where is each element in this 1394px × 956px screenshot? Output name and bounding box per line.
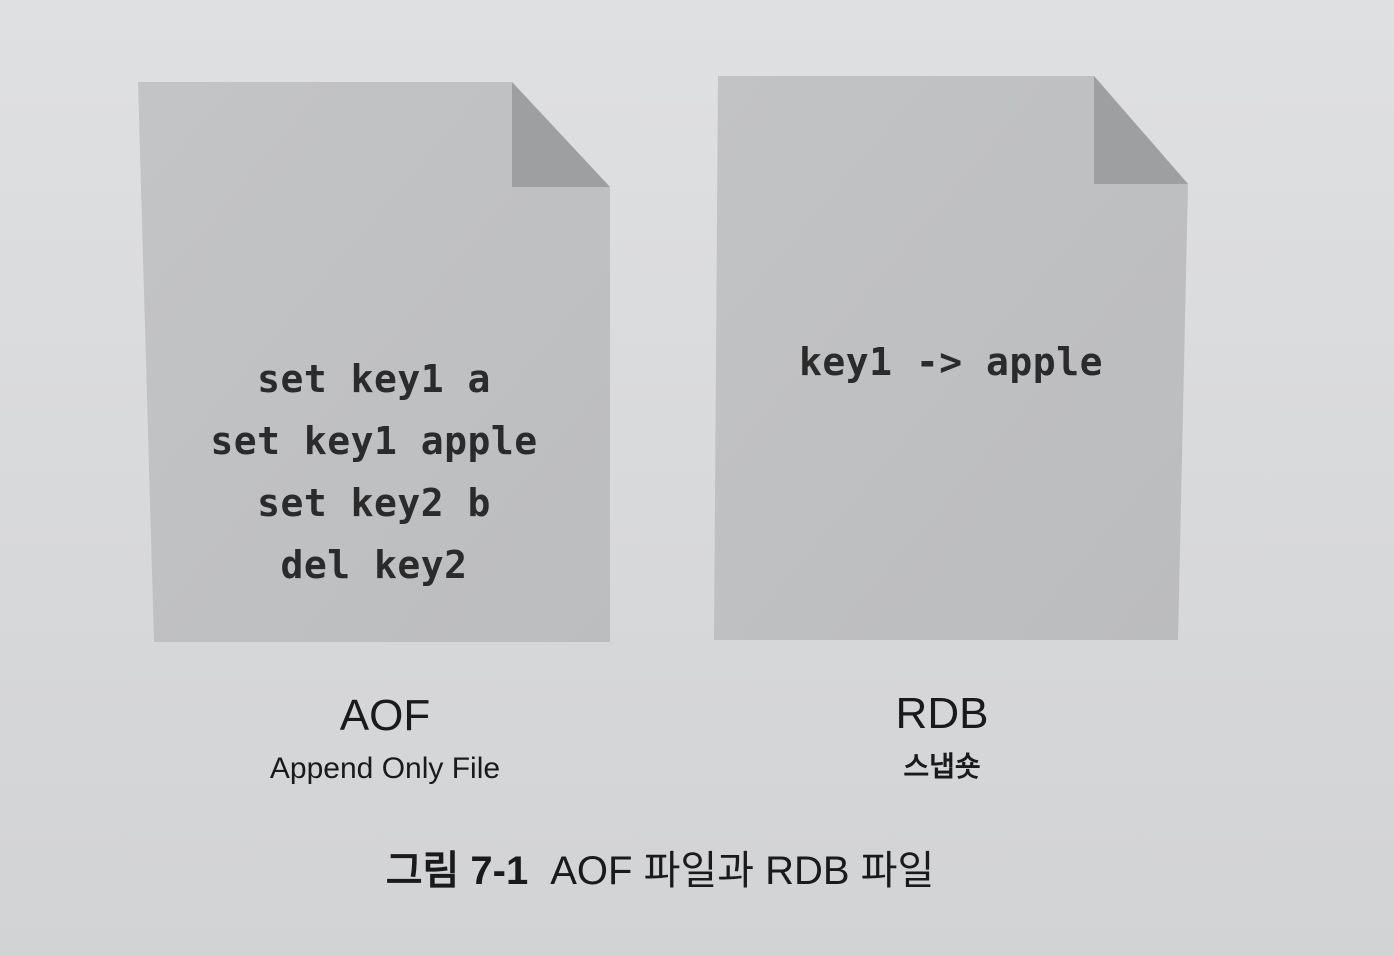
rdb-page-body xyxy=(714,76,1188,640)
aof-command-line: set key1 apple xyxy=(210,419,538,463)
aof-page-body xyxy=(138,82,610,642)
figure-caption: 그림 7-1 AOF 파일과 RDB 파일 xyxy=(0,845,1320,897)
aof-label: AOF Append Only File xyxy=(165,690,605,788)
rdb-snapshot-line: key1 -> apple xyxy=(799,340,1103,384)
aof-command-line: set key1 a xyxy=(257,357,491,401)
rdb-file-shape xyxy=(714,76,1188,640)
rdb-label-subtitle: 스냅숏 xyxy=(903,751,981,782)
rdb-file-icon: key1 -> apple xyxy=(714,76,1188,640)
rdb-label: RDB 스냅숏 xyxy=(722,688,1162,786)
figure-caption-text: AOF 파일과 RDB 파일 xyxy=(550,849,935,893)
aof-command-list: set key1 a set key1 apple set key2 b del… xyxy=(138,348,610,596)
aof-command-line: del key2 xyxy=(280,543,468,587)
figure-number: 그림 7-1 xyxy=(385,849,529,893)
rdb-label-title: RDB xyxy=(895,689,989,738)
aof-file-icon: set key1 a set key1 apple set key2 b del… xyxy=(138,82,610,642)
aof-label-subtitle: Append Only File xyxy=(269,752,501,785)
aof-page-fold xyxy=(512,82,610,187)
rdb-page-fold xyxy=(1094,76,1188,184)
rdb-snapshot-content: key1 -> apple xyxy=(714,331,1188,393)
aof-label-title: AOF xyxy=(339,691,431,740)
aof-file-shape xyxy=(138,82,610,642)
aof-command-line: set key2 b xyxy=(257,481,491,525)
